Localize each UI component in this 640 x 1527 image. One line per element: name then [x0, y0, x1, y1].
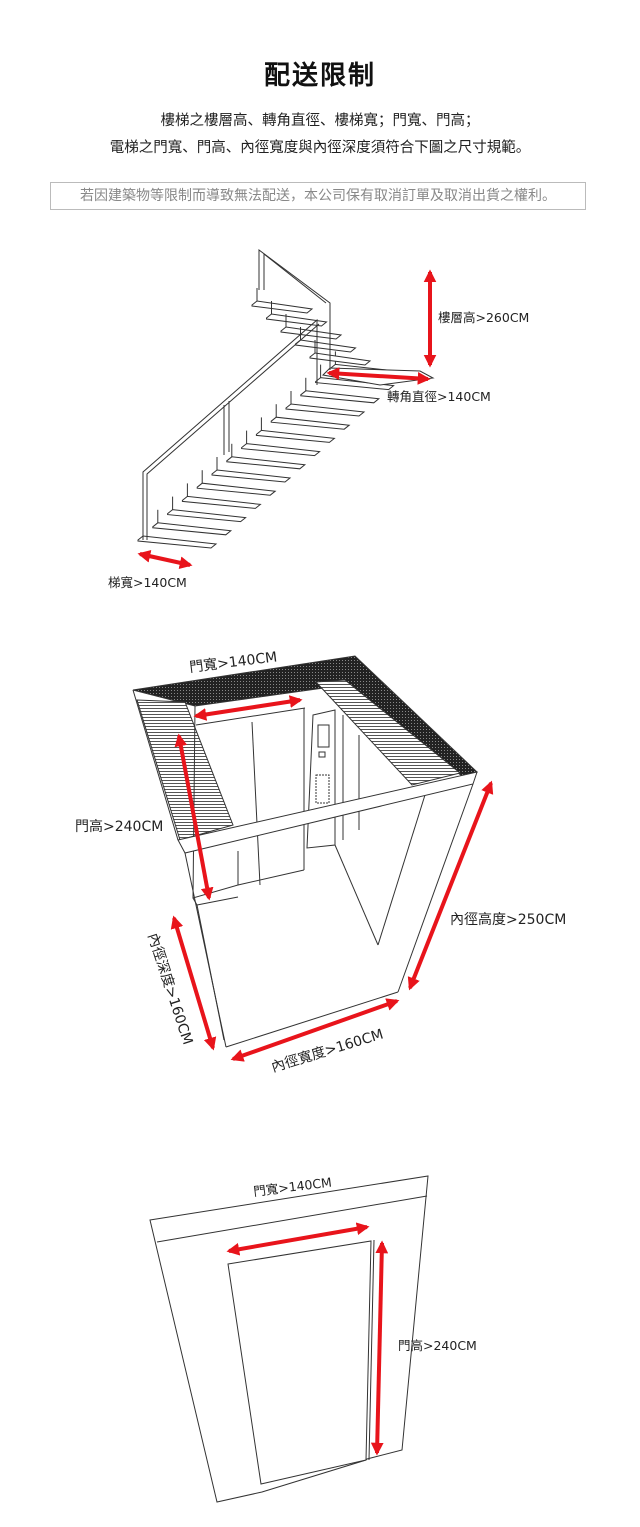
stair-step — [309, 352, 372, 366]
stair-steps — [137, 288, 435, 549]
stair-step — [167, 509, 247, 523]
stair-step — [196, 482, 277, 496]
description-line-2: 電梯之門寬、門高、內徑寬度與內徑深度須符合下圖之尺寸規範。 — [109, 140, 531, 156]
description-line-1: 樓梯之樓層高、轉角直徑、樓梯寬；門寬、門高； — [160, 113, 480, 129]
stair-step — [266, 313, 328, 327]
stair-step — [211, 469, 292, 483]
stair-width-arrow — [137, 549, 193, 570]
stair-step — [241, 443, 321, 457]
stair-step — [280, 326, 343, 340]
staircase-arrows — [137, 269, 437, 570]
door-height-label: 門高>240CM — [398, 1338, 477, 1353]
page-title: 配送限制 — [263, 61, 376, 91]
floor-height-label: 樓層高>260CM — [438, 310, 529, 325]
inner-height-arrow — [407, 780, 494, 991]
door-diagram — [149, 1175, 429, 1503]
inner-width-arrow — [230, 998, 400, 1062]
door-arrows — [226, 1222, 389, 1456]
stair-step — [295, 339, 357, 353]
stair-step — [137, 535, 218, 549]
inner-depth-arrow — [170, 915, 217, 1051]
door-width-arrow — [226, 1222, 370, 1256]
corner-diameter-label: 轉角直徑>140CM — [387, 389, 491, 404]
elevator-arrows — [170, 695, 494, 1062]
inner-depth-label: 內徑深度>160CM — [144, 931, 195, 1047]
inner-width-label: 內徑寬度>160CM — [269, 1026, 385, 1076]
elevator-door-width-arrow — [193, 695, 303, 721]
stair-step — [152, 522, 233, 536]
door-height-arrow — [370, 1240, 389, 1456]
elevator-control-panel — [306, 709, 336, 849]
stair-railing — [142, 318, 318, 540]
inner-height-label: 內徑高度>250CM — [450, 911, 566, 928]
stair-step — [285, 403, 366, 417]
elevator-door-height-label: 門高>240CM — [75, 818, 163, 835]
description: 樓梯之樓層高、轉角直徑、樓梯寬；門寬、門高； 電梯之門寬、門高、內徑寬度與內徑深… — [0, 108, 640, 162]
stair-step — [300, 390, 381, 404]
stair-step — [181, 495, 262, 509]
stair-width-label: 梯寬>140CM — [108, 575, 187, 590]
stair-step — [251, 300, 314, 314]
corner-diameter-arrow — [326, 367, 431, 385]
upper-railing — [258, 249, 331, 370]
staircase-diagram — [137, 249, 435, 549]
stair-step — [226, 456, 307, 470]
stair-step — [255, 429, 336, 443]
stair-step — [270, 416, 351, 430]
elevator-diagram — [132, 655, 478, 1048]
elevator-door-height-arrow — [174, 733, 214, 901]
notice-box: 若因建築物等限制而導致無法配送，本公司保有取消訂單及取消出貨之權利。 — [50, 182, 586, 210]
